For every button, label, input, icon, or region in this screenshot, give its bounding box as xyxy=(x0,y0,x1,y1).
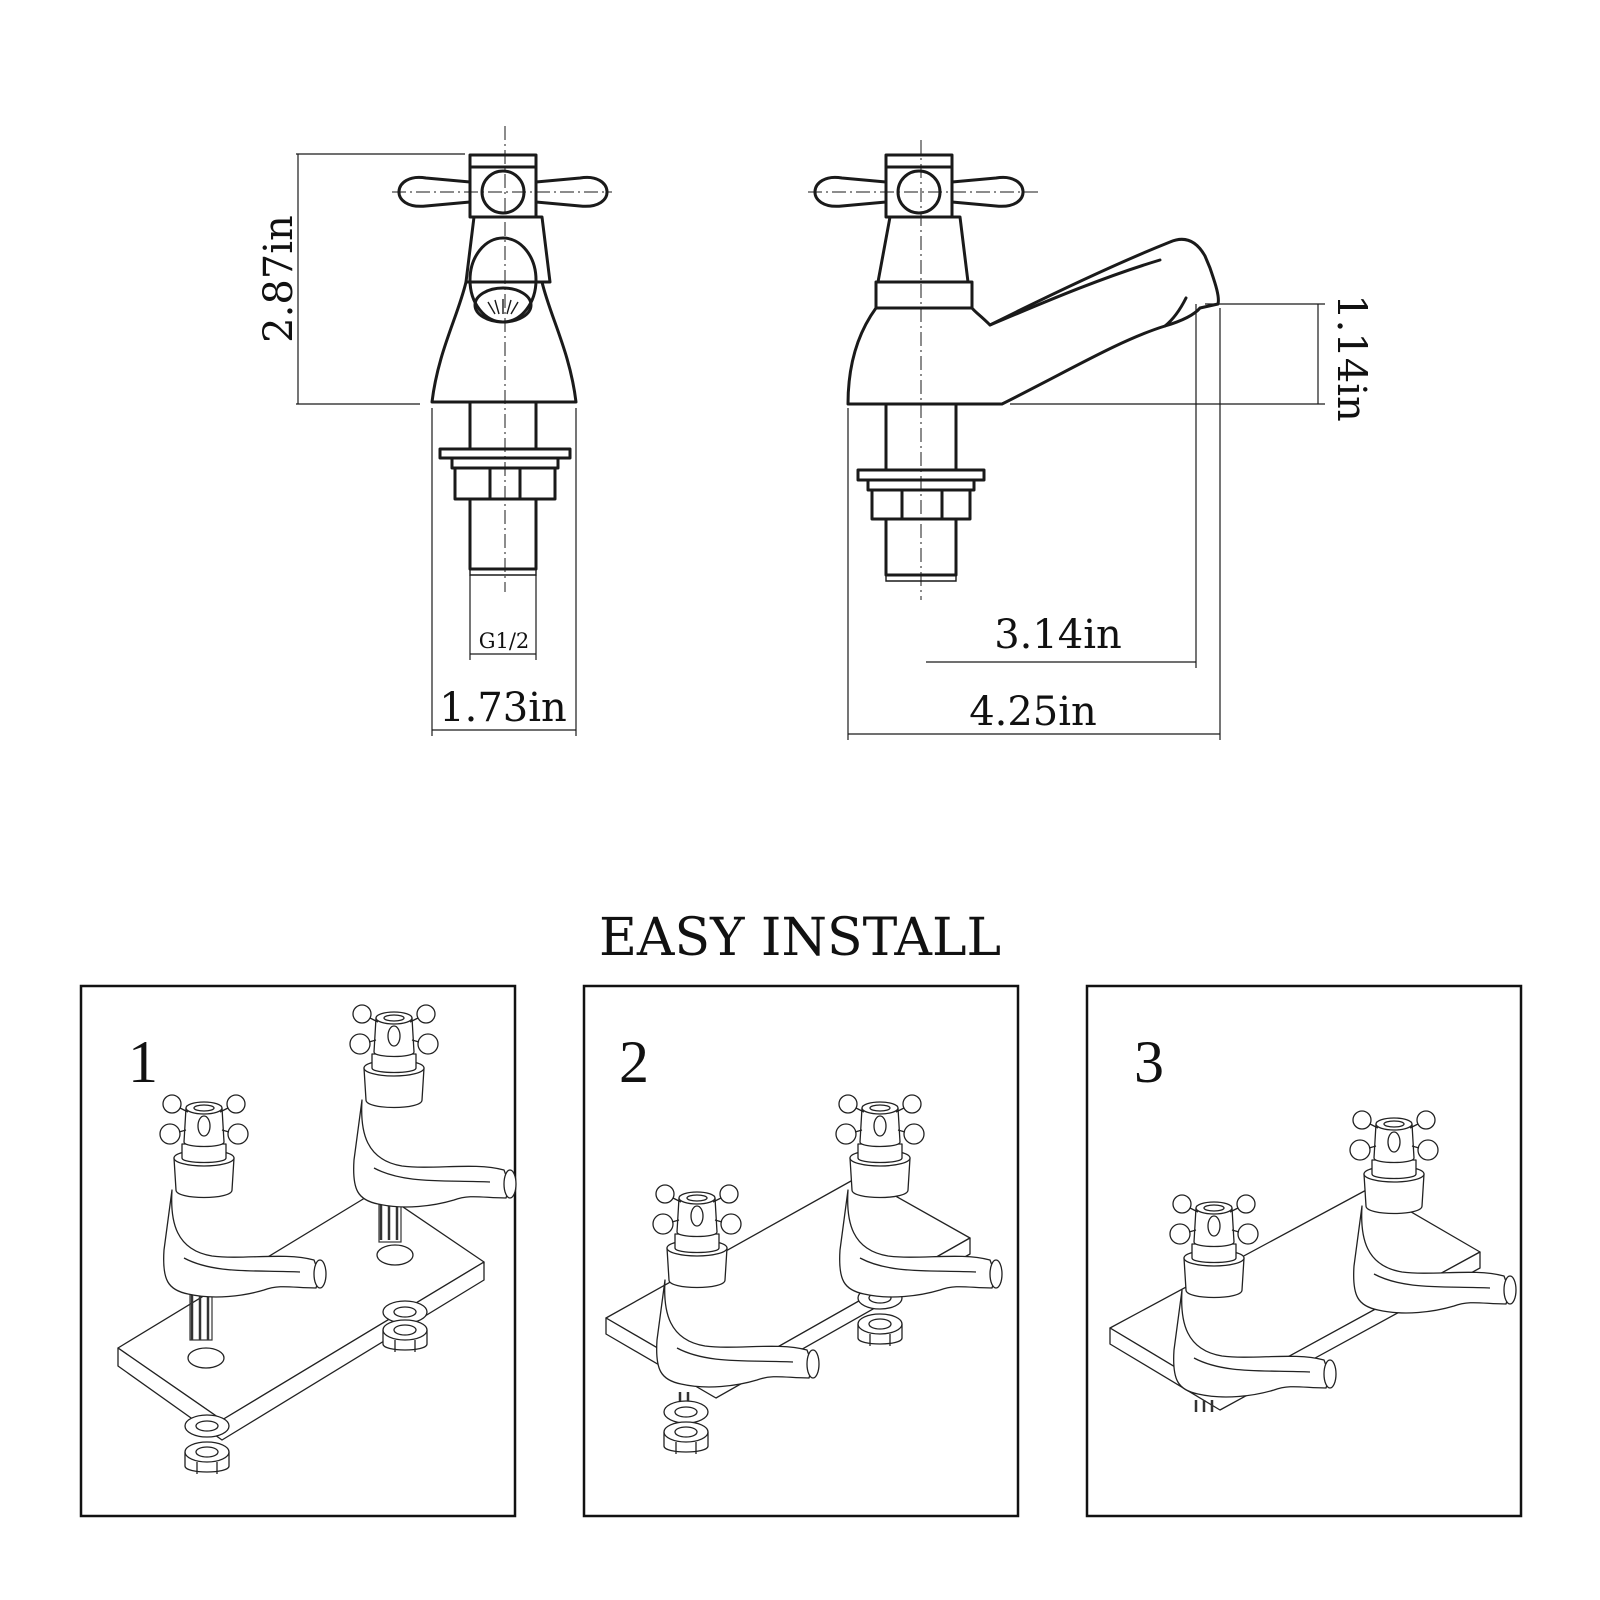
total-height-label: 2.87in xyxy=(256,215,302,343)
front-view-drawing xyxy=(392,126,612,592)
side-depth-label: 4.25in xyxy=(969,689,1097,735)
spout-reach-label: 3.14in xyxy=(994,612,1122,658)
step-2-number: 2 xyxy=(619,1029,649,1095)
front-dimension-lines xyxy=(296,153,577,736)
side-view-drawing xyxy=(808,140,1220,600)
install-step-3-panel: 3 xyxy=(1085,984,1523,1518)
spout-height-label: 1.14in xyxy=(1328,294,1374,422)
install-step-1-panel: 1 xyxy=(79,984,517,1518)
install-step-2-panel: 2 xyxy=(582,984,1020,1518)
side-dimension-lines xyxy=(847,303,1325,740)
step-1-number: 1 xyxy=(128,1029,158,1095)
step-3-number: 3 xyxy=(1134,1029,1164,1095)
front-width-label: 1.73in xyxy=(439,685,567,731)
thread-size-label: G1/2 xyxy=(479,629,530,653)
install-title: EASY INSTALL xyxy=(599,908,1001,968)
